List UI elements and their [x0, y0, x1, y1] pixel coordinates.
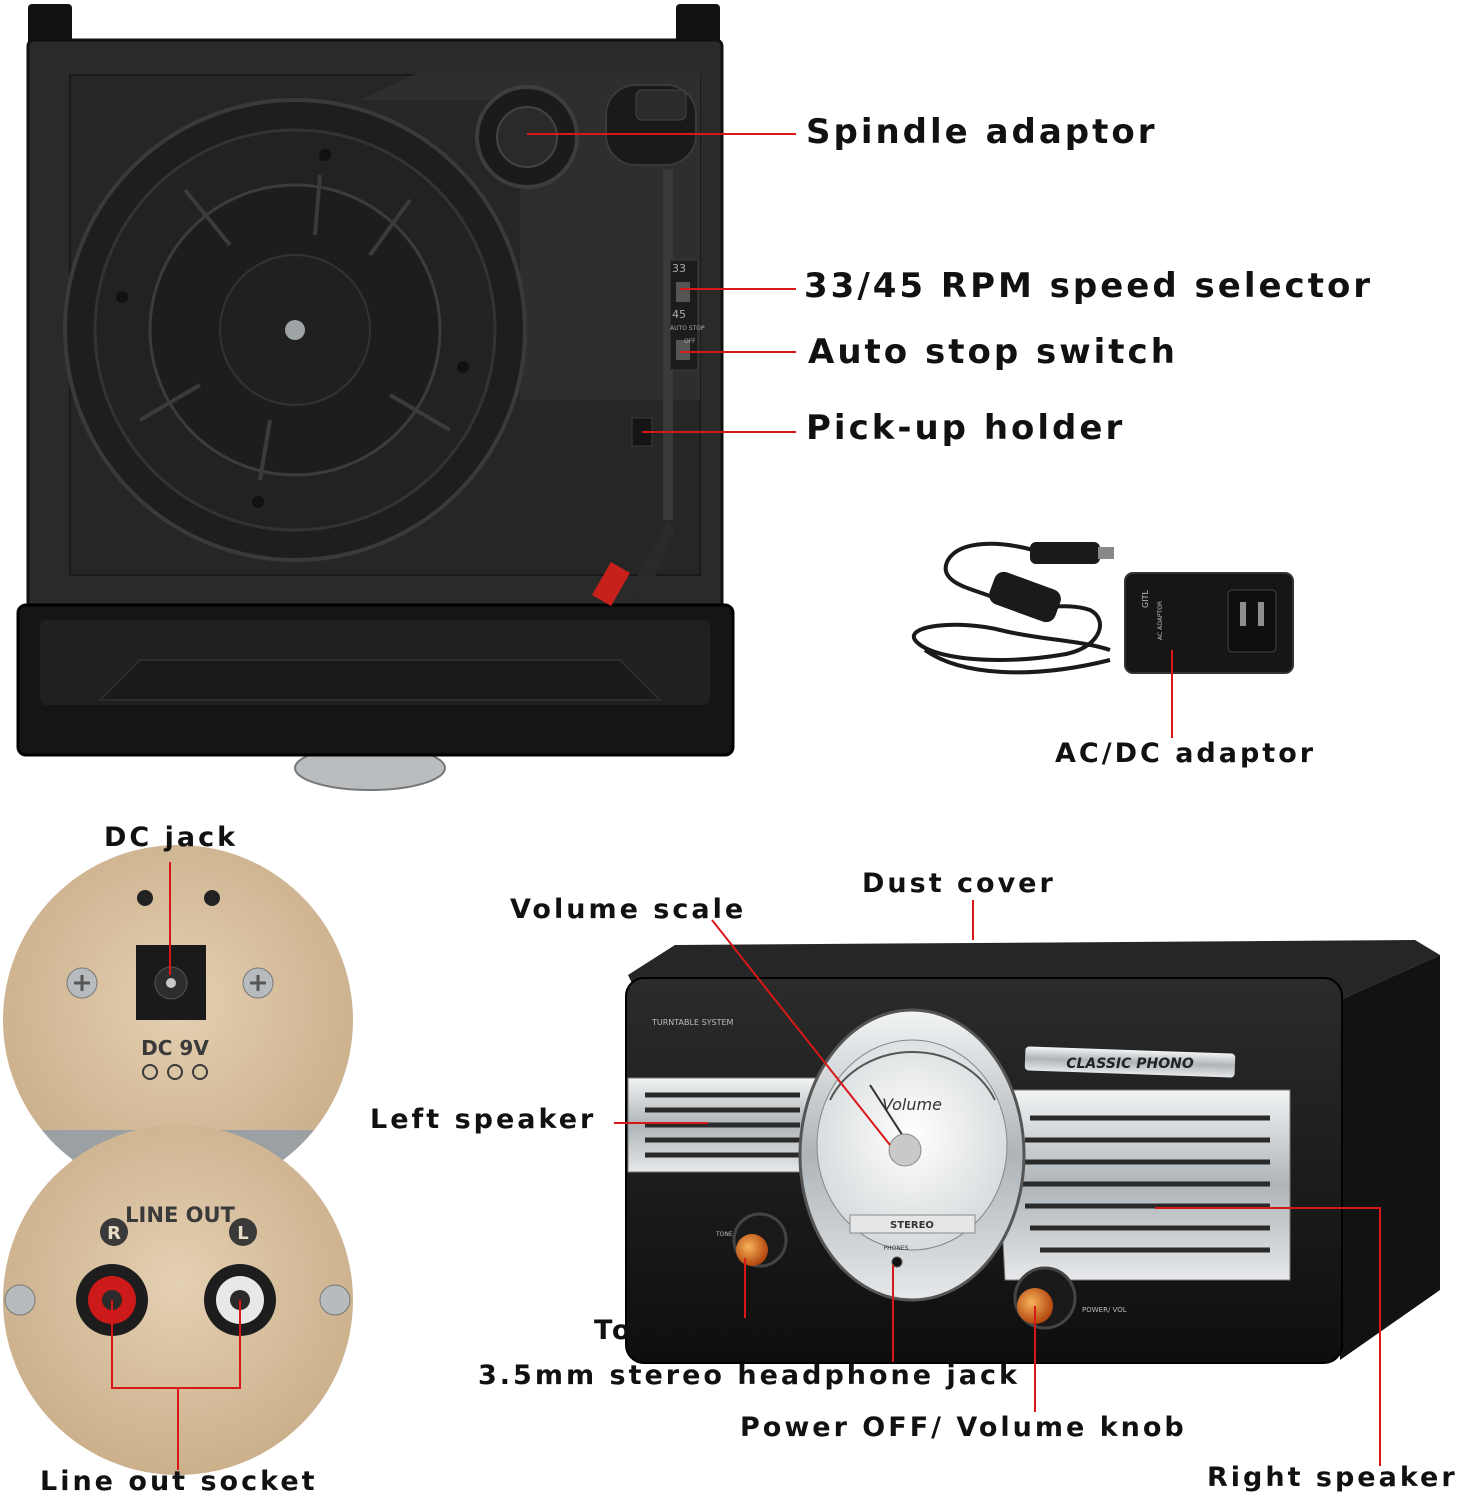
line-out-marking: LINE OUT	[125, 1203, 235, 1227]
callout-tone-control: Tone control	[594, 1315, 819, 1346]
stereo-marking: STEREO	[890, 1220, 934, 1231]
record-player-front-view: TURNTABLE SYSTEM CLASSIC PHONO Volume	[625, 940, 1440, 1364]
callout-power-volume-knob: Power OFF/ Volume knob	[740, 1412, 1187, 1443]
left-channel-marking: L	[237, 1223, 248, 1244]
callout-spindle-adaptor: Spindle adaptor	[806, 112, 1158, 152]
callout-lines	[111, 133, 1381, 1470]
callout-dc-jack: DC jack	[104, 822, 239, 853]
callout-pickup-holder: Pick-up holder	[806, 408, 1126, 448]
phones-marking: PHONES	[884, 1245, 909, 1252]
callout-right-speaker: Right speaker	[1207, 1462, 1458, 1493]
callout-headphone-jack: 3.5mm stereo headphone jack	[478, 1360, 1020, 1391]
speed-33-marking: 33	[672, 262, 686, 275]
classic-phono-marking: CLASSIC PHONO	[1066, 1056, 1194, 1072]
tone-marking: TONE	[715, 1231, 733, 1238]
callout-dust-cover: Dust cover	[862, 868, 1056, 899]
off-marking: OFF	[684, 338, 696, 345]
turntable-top-view: 33 45 AUTO STOP OFF	[16, 4, 735, 791]
speed-45-marking: 45	[672, 308, 686, 321]
power-vol-marking: POWER/ VOL	[1082, 1306, 1127, 1314]
auto-stop-marking: AUTO STOP	[670, 325, 705, 332]
callout-ac-dc-adaptor: AC/DC adaptor	[1055, 738, 1317, 769]
callout-volume-scale: Volume scale	[510, 894, 747, 925]
adapter-title-marking: AC ADAPTOR	[1157, 601, 1164, 640]
callout-left-speaker: Left speaker	[370, 1104, 597, 1135]
callout-line-out-socket: Line out socket	[40, 1466, 318, 1497]
ac-dc-adaptor-image: GITL AC ADAPTOR	[911, 541, 1294, 675]
right-channel-marking: R	[107, 1223, 121, 1244]
callout-auto-stop-switch: Auto stop switch	[808, 332, 1178, 372]
volume-marking: Volume	[882, 1095, 942, 1114]
dc-rating-marking: DC 9V	[141, 1036, 209, 1060]
turntable-system-marking: TURNTABLE SYSTEM	[651, 1018, 734, 1027]
callout-speed-selector: 33/45 RPM speed selector	[804, 266, 1374, 306]
adapter-brand-marking: GITL	[1141, 590, 1150, 608]
